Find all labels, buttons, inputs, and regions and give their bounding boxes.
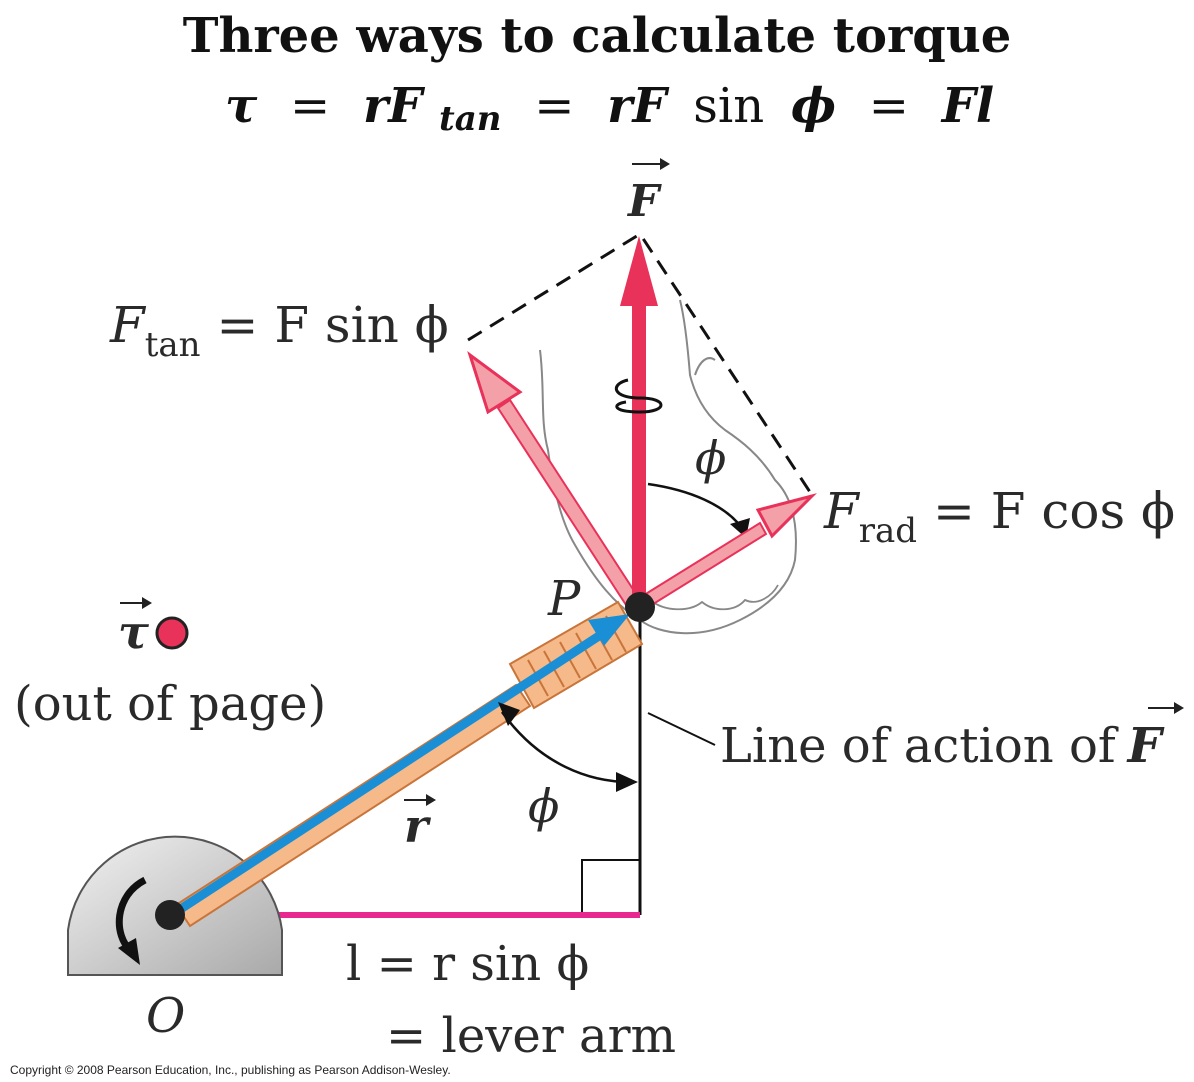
formula-rf: rF [363, 78, 425, 134]
formula-equals-1: = [290, 78, 330, 134]
formula-rf-2: rF [607, 78, 669, 134]
pivot-o-dot [155, 900, 185, 930]
label-out-of-page: (out of page) [14, 676, 326, 732]
formula-tau: τ [225, 78, 258, 134]
formula-equals-2: = [534, 78, 574, 134]
f-tan-arrowhead [467, 351, 523, 415]
hand-knuckles [649, 584, 779, 611]
label-o: O [146, 988, 185, 1044]
f-rad-arrowhead [755, 493, 817, 539]
label-f-text: F [626, 176, 662, 227]
fist-curl [615, 378, 663, 414]
label-lever-2: = lever arm [386, 1008, 676, 1064]
dashed-construction [467, 231, 812, 493]
formula-equals-3: = [869, 78, 909, 134]
formula-fl: Fl [940, 78, 994, 134]
torque-formula: τ = rF tan = rF sin ϕ = Fl [225, 78, 994, 142]
copyright-notice: Copyright © 2008 Pearson Education, Inc.… [10, 1063, 451, 1077]
label-r-text: r [404, 799, 432, 853]
label-line-of-action-arrow [1148, 702, 1184, 714]
label-tau-text: τ [118, 605, 149, 659]
point-p-dot [625, 592, 655, 622]
line-of-action-leader [647, 712, 716, 746]
label-p: P [547, 571, 581, 627]
rotation-arrowhead-icon [118, 938, 140, 965]
position-vector-r-arrowhead [588, 614, 630, 646]
label-r: r [404, 794, 436, 853]
label-phi-lower: ϕ [528, 779, 559, 833]
right-angle-marker [581, 859, 640, 915]
label-phi-upper: ϕ [695, 431, 726, 485]
position-vector-r [173, 630, 605, 916]
phi-arc-lower-arrowhead-left [498, 702, 520, 726]
label-tau: τ [118, 597, 152, 659]
diagram-title: Three ways to calculate torque [183, 8, 1012, 64]
label-f-tan: Ftan= F sin ϕ [109, 296, 449, 365]
phi-arc-upper [647, 482, 744, 529]
label-lever-1: l = r sin ϕ [346, 936, 589, 992]
label-f-rad: Frad= F cos ϕ [823, 482, 1175, 551]
f-rad-vector [634, 521, 768, 613]
tau-out-of-page-dot [155, 616, 189, 650]
wrench-rod [174, 683, 532, 928]
formula-sin: sin [693, 78, 764, 134]
phi-arc-lower [500, 711, 631, 784]
svg-text:τ = rF tan: τ = rF tan = rF sin ϕ = Fl [225, 78, 994, 142]
f-vector-arrowhead [620, 236, 658, 306]
f-vector [632, 300, 646, 605]
phi-arc-lower-arrowhead-right [616, 772, 638, 792]
formula-phi: ϕ [791, 78, 836, 134]
label-f: F [626, 158, 670, 227]
formula-tan-subscript: tan [439, 99, 501, 139]
